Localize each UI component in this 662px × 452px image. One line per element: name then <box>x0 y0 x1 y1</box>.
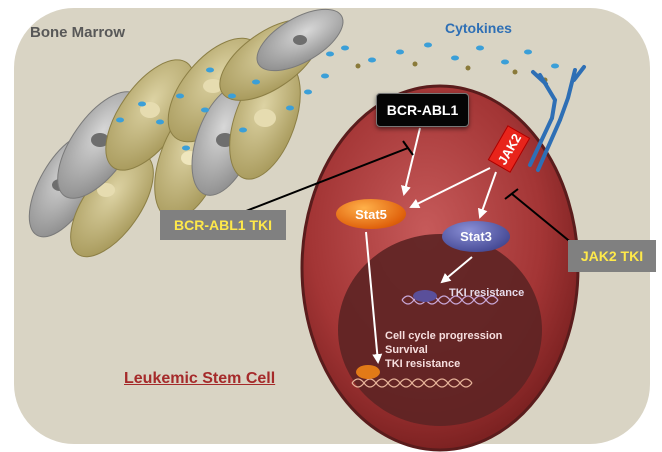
bone-marrow-label: Bone Marrow <box>30 24 126 41</box>
cytokines-label: Cytokines <box>445 20 512 36</box>
leukemic-stem-cell-label: Leukemic Stem Cell <box>124 370 276 387</box>
dna-strand-upper <box>401 290 499 305</box>
stat3-tki-resistance-label: TKI resistance <box>449 287 525 299</box>
cytokine-receptor <box>528 65 586 172</box>
dna-strand-lower <box>351 365 473 388</box>
nucleus <box>338 234 542 426</box>
stat5-node: Stat5 <box>336 199 406 229</box>
stat5-outcome-tki-resistance: TKI resistance <box>385 358 461 370</box>
stat3-node: Stat3 <box>442 221 510 252</box>
cytokine-dots <box>116 42 559 151</box>
stat5-outcome-cell-cycle: Cell cycle progression <box>385 330 503 342</box>
jak2-tki-box: JAK2 TKI <box>568 240 656 272</box>
bcr-abl1-node: BCR-ABL1 <box>376 93 469 127</box>
stat5-outcome-survival: Survival <box>385 344 428 356</box>
bcr-abl1-tki-box: BCR-ABL1 TKI <box>160 210 286 240</box>
